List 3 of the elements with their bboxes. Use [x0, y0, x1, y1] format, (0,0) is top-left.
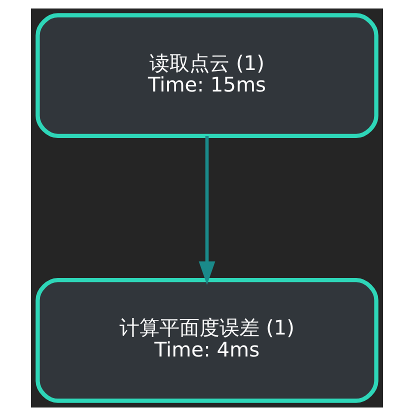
node-box: 读取点云 (1) Time: 15ms [35, 13, 378, 138]
arrow [198, 136, 215, 285]
node-box: 计算平面度误差 (1) Time: 4ms [35, 278, 378, 403]
